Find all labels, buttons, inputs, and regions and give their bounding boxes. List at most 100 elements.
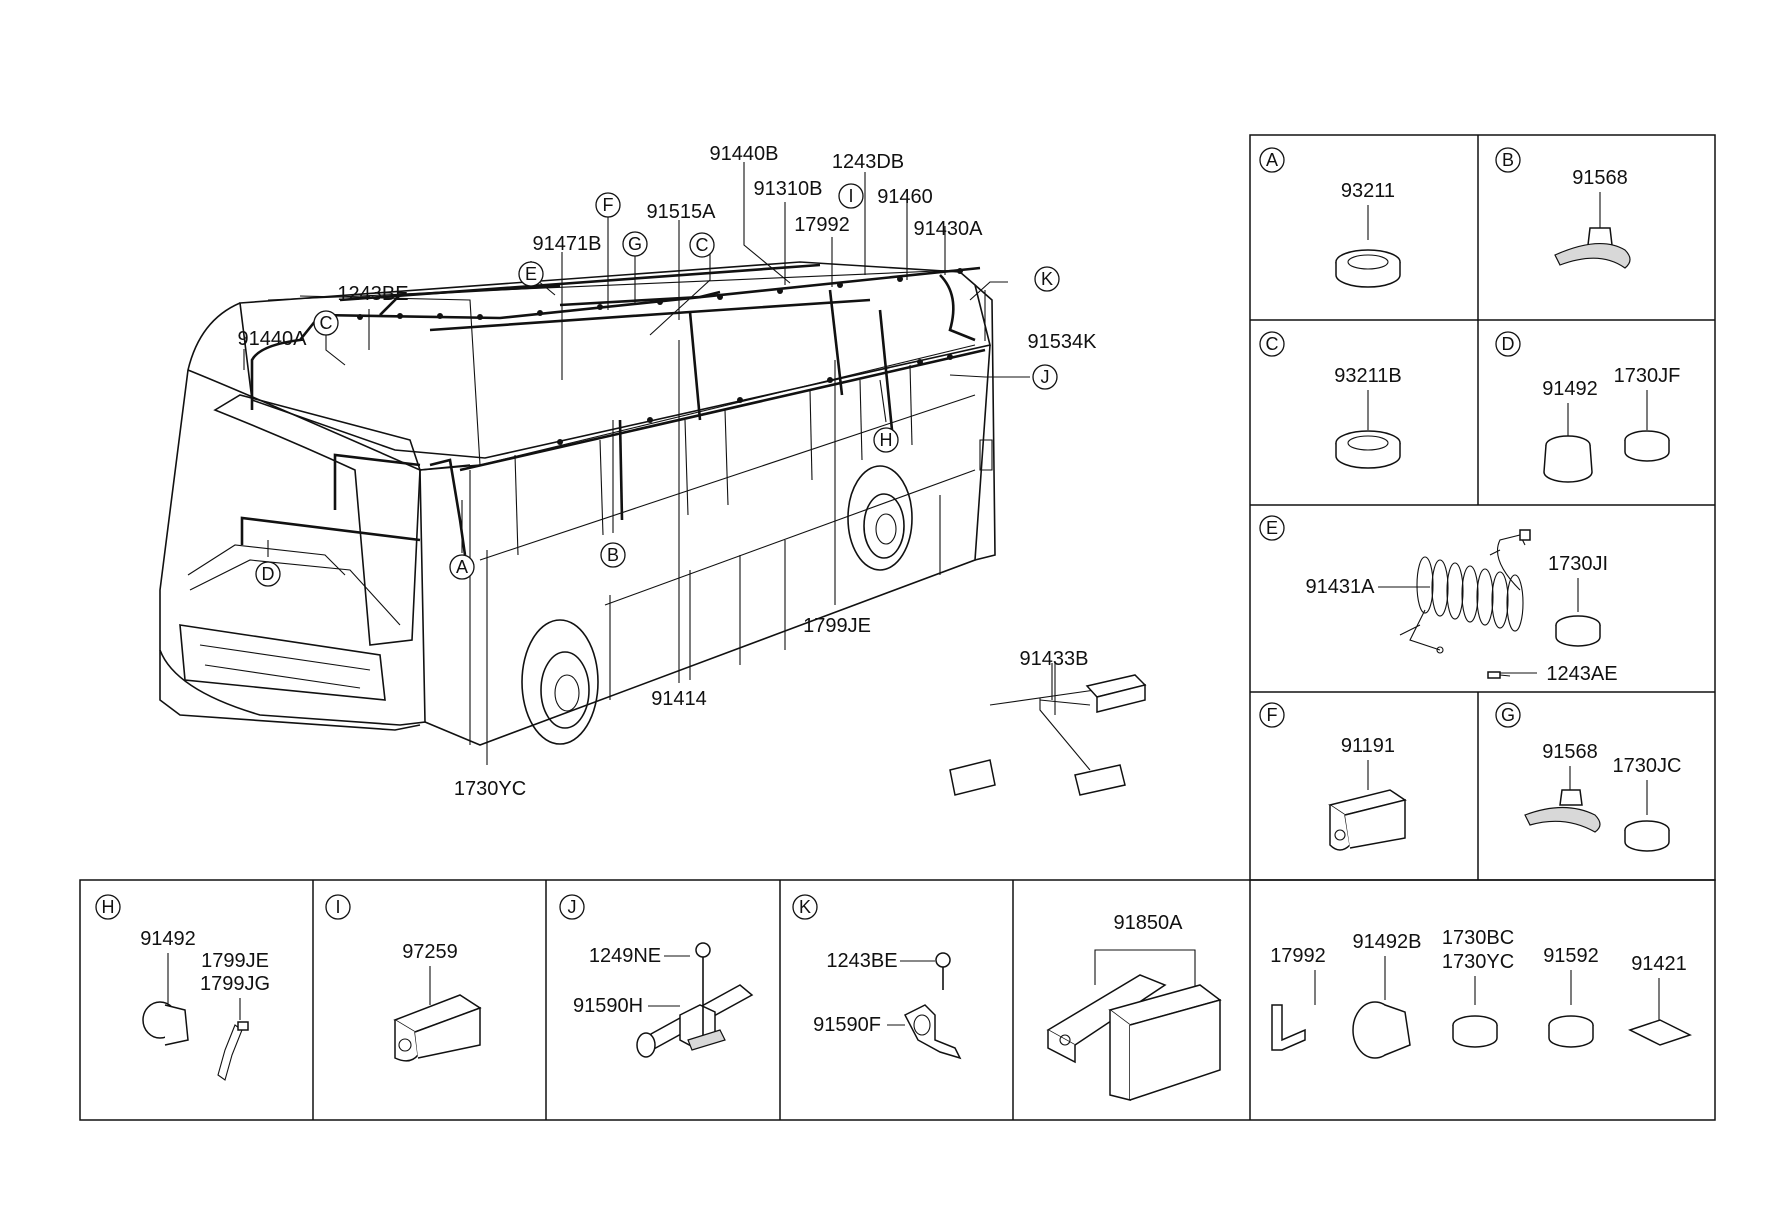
main-view-labels: 91440B 1243DB 91310B 91460 17992 91430A … [238,143,1098,800]
panel-I-letter: I [325,894,351,920]
label-17992: 17992 [794,214,850,236]
callout-I: I [838,183,864,209]
panel-E: E 91431A 1730JI 1243AE [1259,515,1618,685]
part-93211B: 93211B [1334,365,1401,387]
panel-misc-2: 17992 91492B 1730BC 1730YC 91592 91421 [1270,927,1692,1059]
svg-text:K: K [799,897,811,917]
callout-E: E [518,261,544,287]
callout-B: B [600,542,626,568]
callout-D: D [255,561,281,587]
coiled-cord [1399,529,1531,654]
main-leader-lines [243,162,1053,765]
panel-C: C 93211B [1259,331,1402,469]
svg-text:B: B [607,545,619,565]
part-1730JC: 1730JC [1613,755,1682,777]
callout-K: K [1034,266,1060,292]
part-1730YC-misc: 1730YC [1442,951,1514,973]
part-91431A: 91431A [1306,576,1376,598]
svg-text:B: B [1502,150,1514,170]
part-1249NE: 1249NE [589,945,661,967]
extension-harness-drawing [949,663,1147,796]
label-1730YC: 1730YC [454,778,526,800]
svg-text:I: I [848,186,853,206]
svg-text:E: E [1266,518,1278,538]
label-91440B: 91440B [710,143,779,165]
svg-text:H: H [880,430,893,450]
panel-H-letter: H [95,894,121,920]
panel-J-letter: J [559,894,585,920]
callout-H: H [873,427,899,453]
label-1243DB: 1243DB [832,151,904,173]
panel-F-letter: F [1259,702,1285,728]
part-91568-b: 91568 [1572,167,1628,189]
part-91492B: 91492B [1353,931,1422,953]
part-91191: 91191 [1341,735,1395,757]
svg-text:D: D [262,564,275,584]
label-91440A: 91440A [238,328,308,350]
svg-text:C: C [1266,334,1279,354]
panel-A-letter: A [1259,147,1285,173]
label-91430A: 91430A [914,218,984,240]
callout-G: G [622,231,648,257]
svg-text:C: C [696,235,709,255]
part-91492-h: 91492 [140,928,196,950]
panel-D: D 91492 1730JF [1495,331,1681,483]
part-1799JG: 1799JG [200,973,270,995]
panel-K: K 1243BE 91590F [792,894,962,1060]
bus-illustration [159,261,996,746]
svg-text:F: F [1267,705,1278,725]
panel-G: G 91568 1730JC [1495,702,1682,852]
part-91492-d: 91492 [1542,378,1598,400]
svg-text:J: J [1041,367,1050,387]
part-97259: 97259 [402,941,458,963]
svg-text:C: C [320,313,333,333]
svg-text:K: K [1041,269,1053,289]
part-1799JE-h: 1799JE [201,950,269,972]
label-91414: 91414 [651,688,707,710]
panel-F: F 91191 [1259,702,1407,851]
part-1730BC: 1730BC [1442,927,1514,949]
label-91534K: 91534K [1028,331,1098,353]
svg-text:A: A [456,557,468,577]
panel-J: J 1249NE 91590H [559,894,754,1058]
part-91568-g: 91568 [1542,741,1598,763]
part-91850A: 91850A [1114,912,1184,934]
callout-F: F [595,192,621,218]
label-1799JE: 1799JE [803,615,871,637]
label-91433B: 91433B [1020,648,1089,670]
svg-text:G: G [1501,705,1515,725]
svg-text:I: I [335,897,340,917]
part-1730JI: 1730JI [1548,553,1608,575]
panel-E-letter: E [1259,515,1285,541]
part-91590H: 91590H [573,995,643,1017]
svg-text:J: J [568,897,577,917]
svg-text:G: G [628,234,642,254]
part-91421: 91421 [1631,953,1687,975]
part-1730JF: 1730JF [1614,365,1681,387]
svg-text:D: D [1502,334,1515,354]
panel-I: I 97259 [325,894,482,1062]
svg-text:E: E [525,264,537,284]
callout-C-roof: C [689,232,715,258]
main-view-callouts: F I G C E C K J H A B D [255,183,1060,587]
part-91590F: 91590F [813,1014,881,1036]
panel-H: H 91492 1799JE 1799JG [95,894,270,1081]
panel-K-letter: K [792,894,818,920]
part-1243AE: 1243AE [1546,663,1617,685]
callout-J: J [1032,364,1058,390]
panel-misc-1: 91850A [1046,912,1222,1101]
part-17992-misc: 17992 [1270,945,1326,967]
label-1243BE: 1243BE [337,283,408,305]
panel-C-letter: C [1259,331,1285,357]
svg-text:H: H [102,897,115,917]
label-91515A: 91515A [647,201,717,223]
svg-text:A: A [1266,150,1278,170]
detail-grid [79,134,1716,1121]
part-1243BE-k: 1243BE [826,950,897,972]
callout-A: A [449,554,475,580]
label-91471B: 91471B [533,233,602,255]
panel-A: A 93211 [1259,147,1401,288]
part-91592: 91592 [1543,945,1599,967]
panel-G-letter: G [1495,702,1521,728]
